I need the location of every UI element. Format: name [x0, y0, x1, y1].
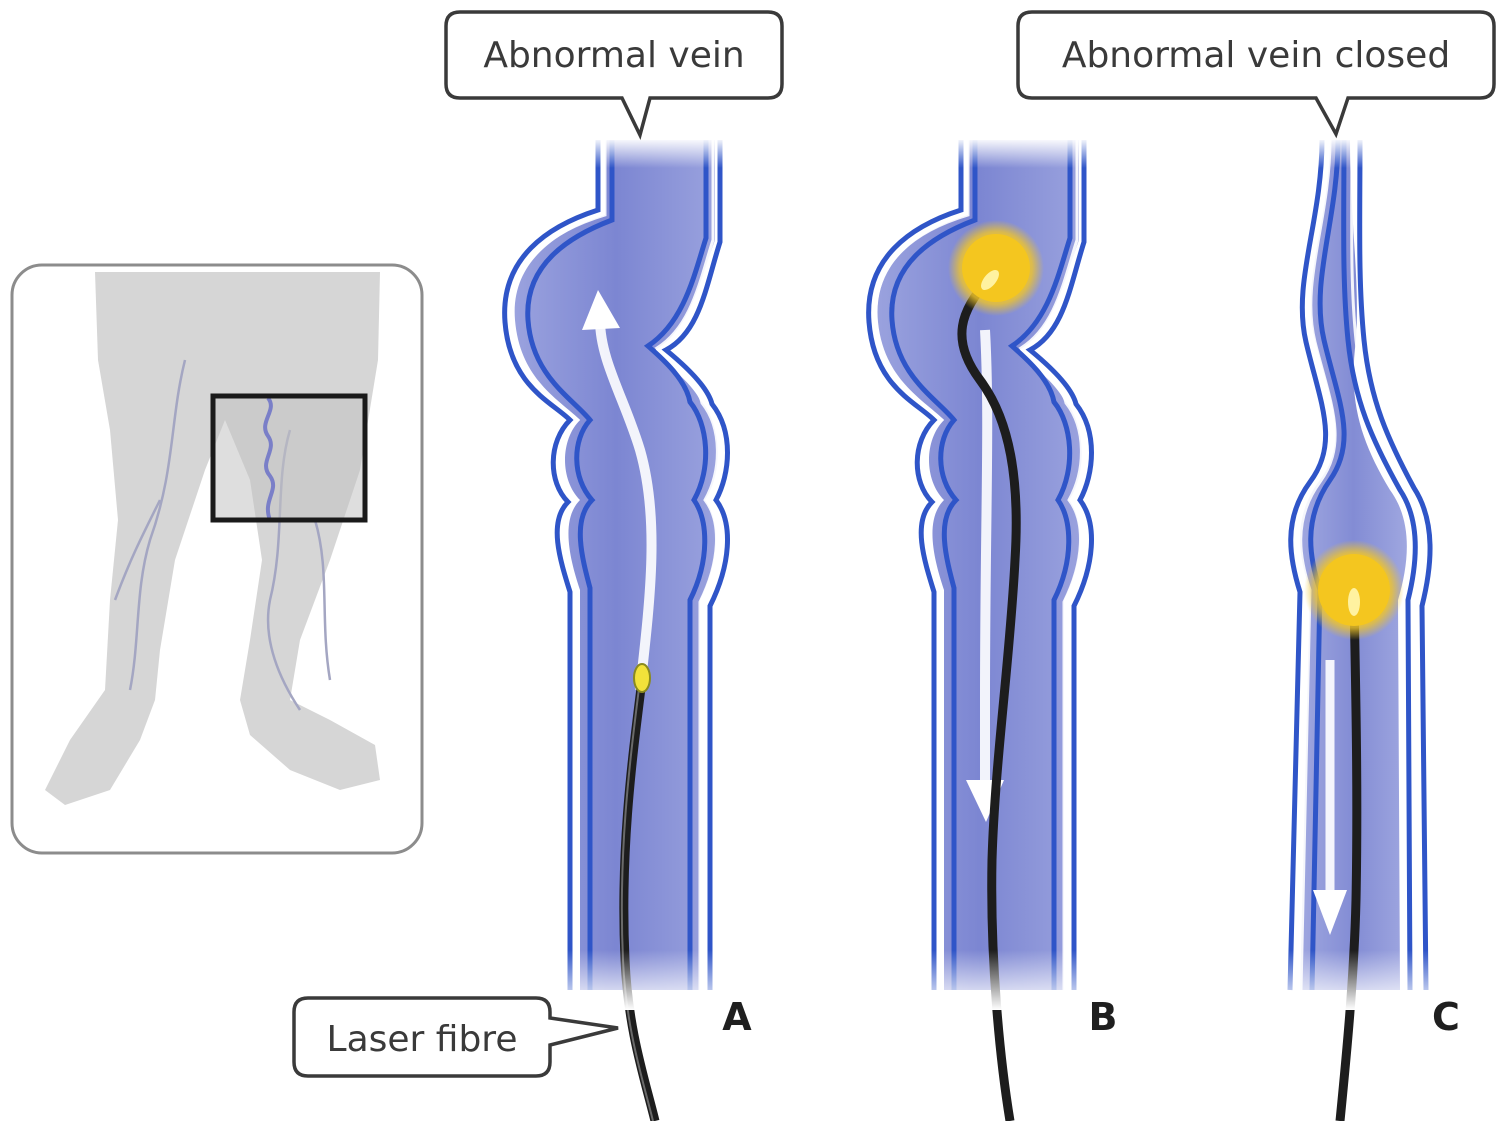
laser-glow-icon [1304, 540, 1404, 640]
laser-glow-icon [948, 220, 1044, 316]
callout-laser-fibre-label: Laser fibre [327, 1019, 518, 1060]
inset-panel [12, 265, 422, 853]
inset-vein-highlight [213, 396, 365, 520]
laser-tip-a [634, 664, 650, 692]
callout-abnormal-vein-label: Abnormal vein [483, 35, 744, 76]
panel-label-c: C [1432, 995, 1460, 1039]
panel-label-a: A [722, 995, 752, 1039]
zoom-region [213, 396, 365, 520]
callout-abnormal-vein-closed-label: Abnormal vein closed [1062, 35, 1450, 76]
panel-label-b: B [1089, 995, 1118, 1039]
callout-abnormal-vein: Abnormal vein [446, 12, 782, 135]
callout-abnormal-vein-closed: Abnormal vein closed [1018, 12, 1494, 134]
